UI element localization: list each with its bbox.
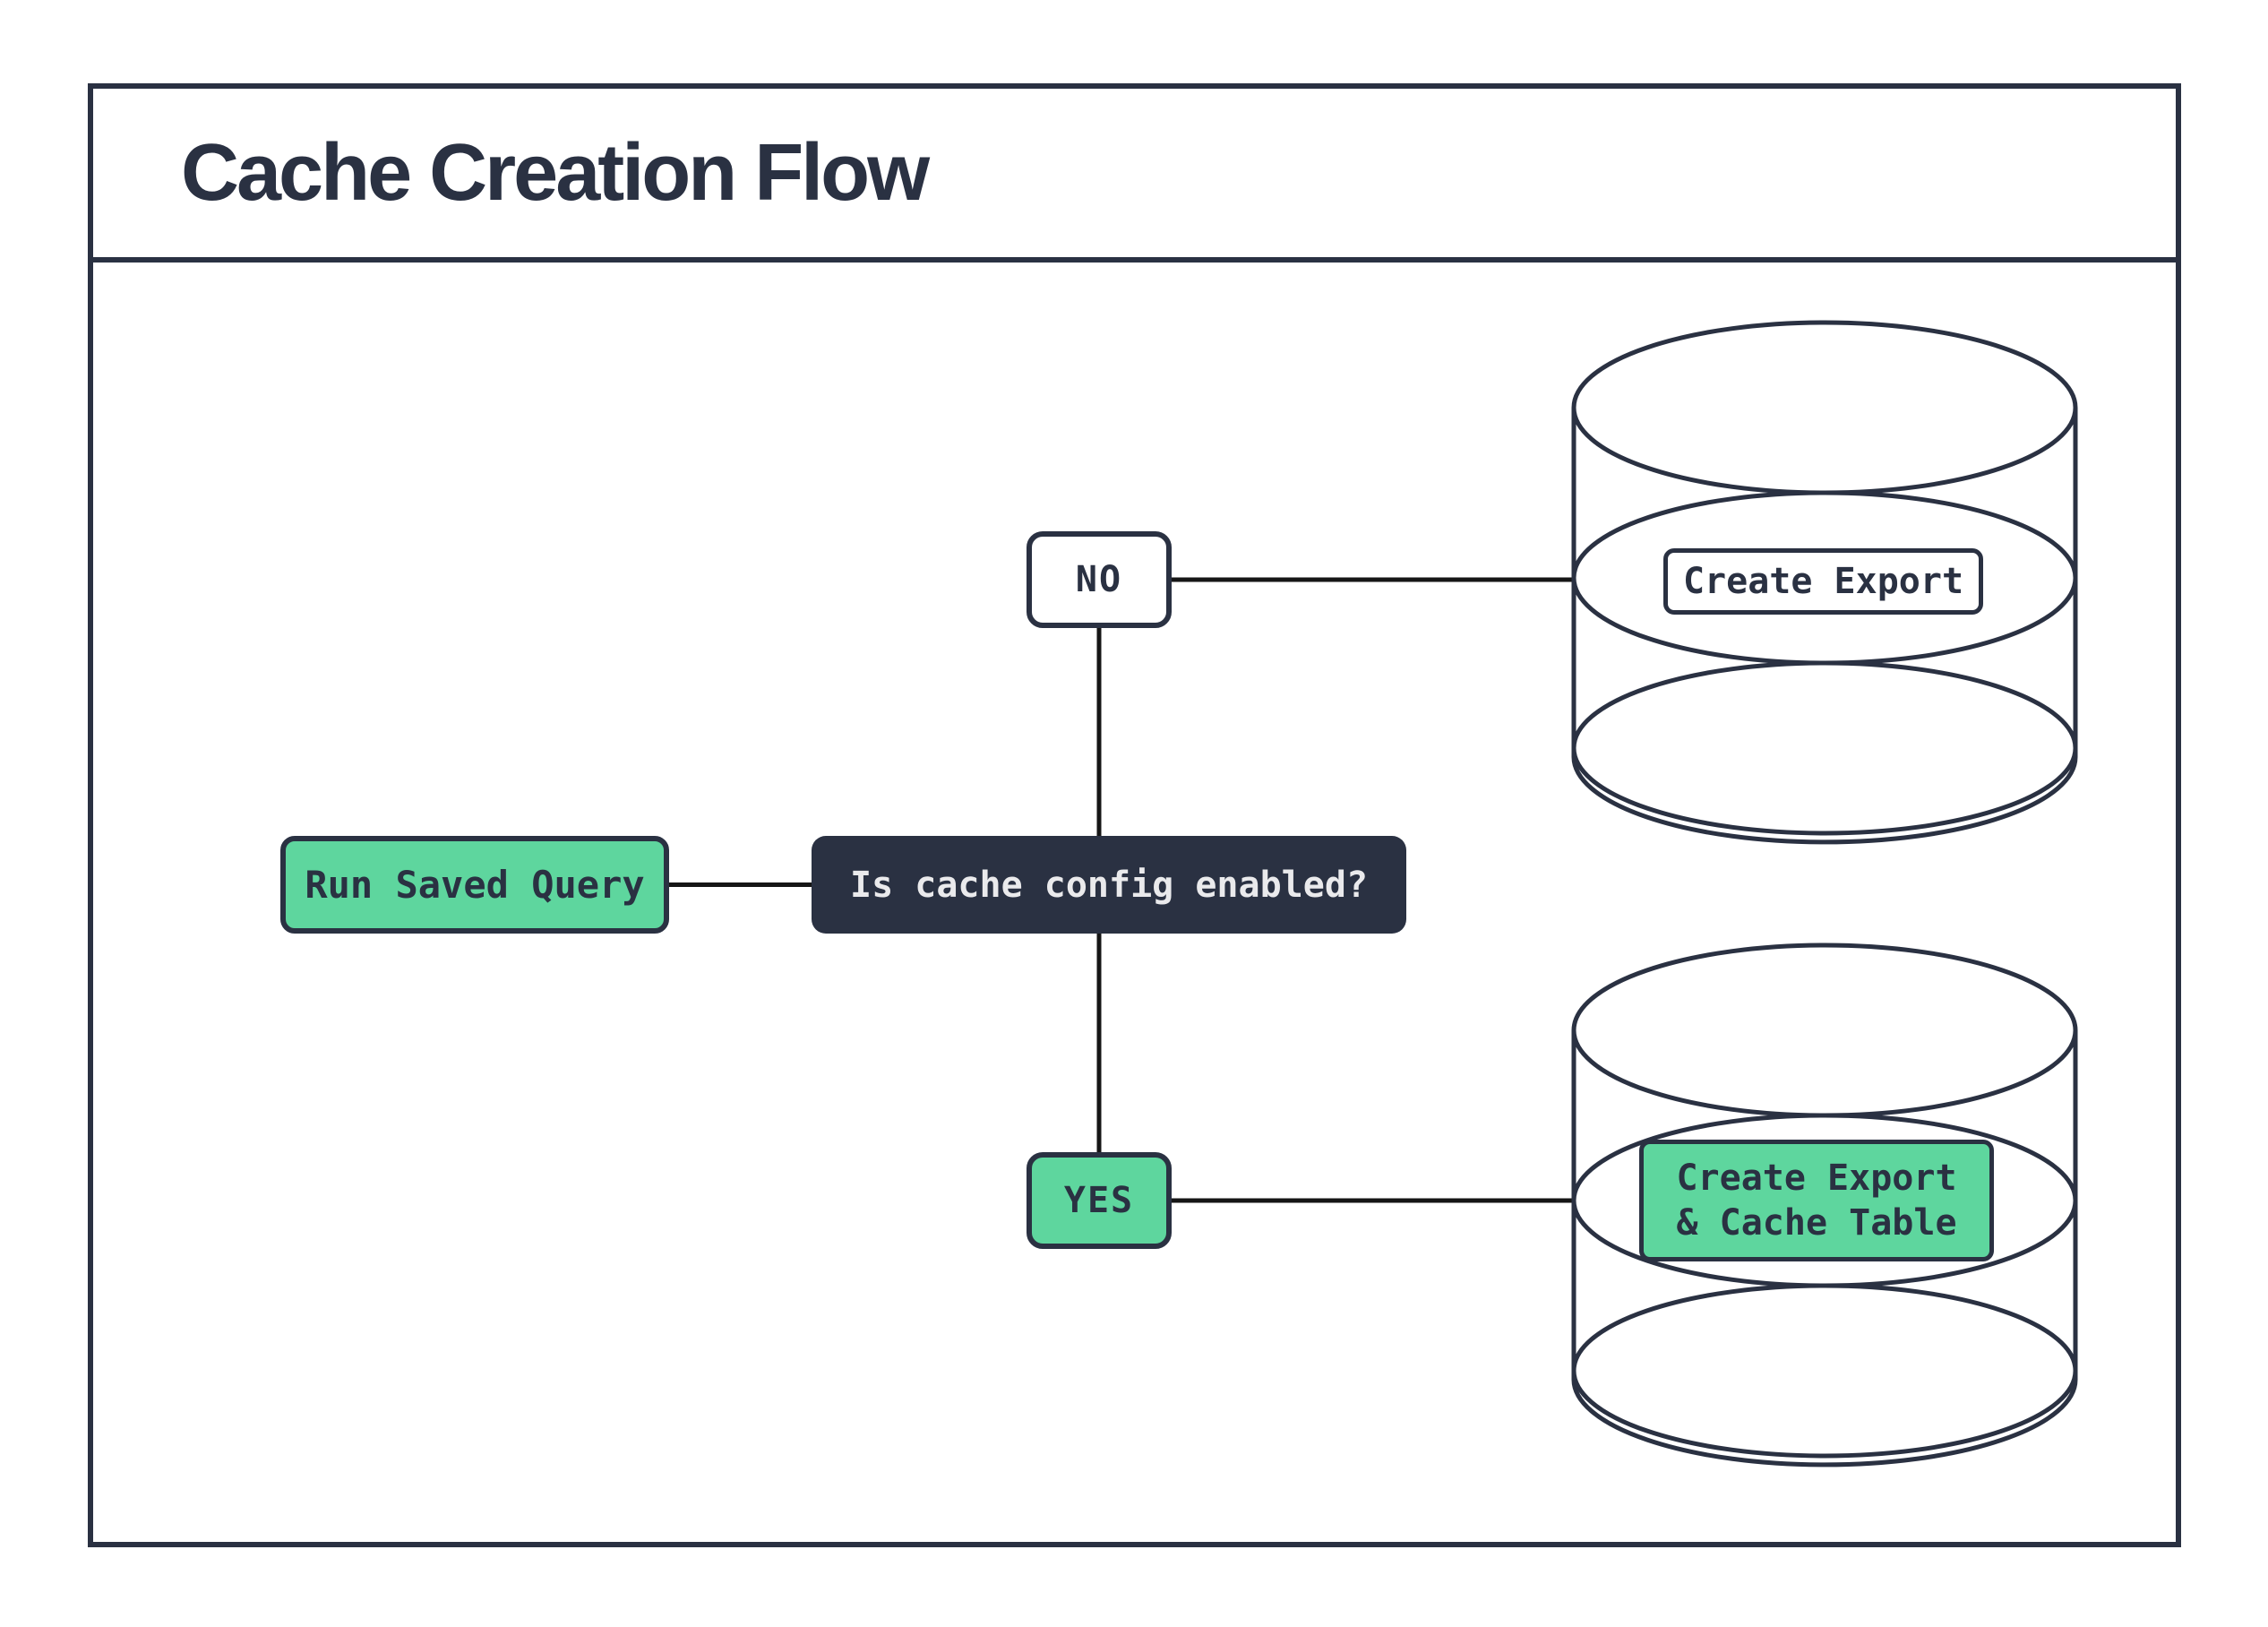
- node-cache-config-decision: Is cache config enabled?: [812, 836, 1406, 934]
- node-label: YES: [1063, 1180, 1135, 1221]
- node-branch-yes: YES: [1027, 1152, 1172, 1249]
- node-label: Is cache config enabled?: [850, 864, 1368, 906]
- node-label: NO: [1075, 559, 1123, 600]
- database-body: [1571, 408, 2078, 845]
- node-label: Run Saved Query: [305, 863, 645, 907]
- database-lid: [1571, 943, 2078, 1118]
- node-branch-no: NO: [1027, 531, 1172, 628]
- node-label: Create Export: [1682, 561, 1964, 602]
- database-icon-top: [1571, 320, 2078, 845]
- node-create-export: Create Export: [1663, 548, 1983, 615]
- node-run-saved-query: Run Saved Query: [280, 836, 669, 934]
- connector-lines: [669, 577, 1575, 1203]
- node-label-line1: Create Export: [1676, 1158, 1957, 1199]
- node-label-line2: & Cache Table: [1676, 1202, 1957, 1244]
- node-create-export-cache-table: Create Export & Cache Table: [1639, 1140, 1994, 1261]
- diagram-header: Cache Creation Flow: [93, 89, 2176, 263]
- database-lid: [1571, 320, 2078, 495]
- page-title: Cache Creation Flow: [181, 127, 930, 218]
